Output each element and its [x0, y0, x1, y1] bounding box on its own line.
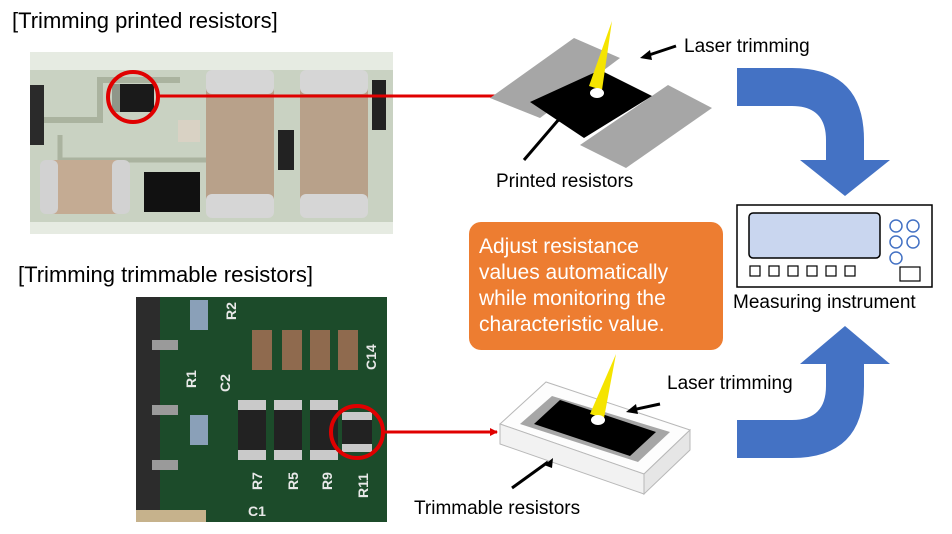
trimmable-chip-illustration [499, 354, 691, 496]
title-printed-resistors: [Trimming printed resistors] [12, 8, 278, 33]
label-laser-trimming-bottom: Laser trimming [667, 373, 793, 394]
silk-c1: C1 [248, 503, 266, 519]
silk-r1: R1 [183, 370, 199, 388]
silk-r2: R2 [223, 302, 239, 320]
callout-box: Adjust resistance values automatically w… [469, 222, 723, 350]
label-trimmable-resistors: Trimmable resistors [414, 498, 581, 519]
measuring-instrument-icon [736, 204, 933, 288]
pointer-trimmable-resistors [511, 460, 549, 490]
callout-line-1: Adjust resistance [479, 235, 639, 258]
label-printed-resistors: Printed resistors [496, 171, 634, 192]
title-trimmable-resistors: [Trimming trimmable resistors] [18, 262, 313, 287]
silk-r11: R11 [355, 473, 371, 498]
pcb-silkscreen: R1 C2 C14 R7 R5 R9 R11 C1 R2 [183, 302, 379, 519]
printed-board-photo [30, 52, 393, 234]
callout-line-4: characteristic value. [479, 313, 665, 336]
label-measuring-instrument: Measuring instrument [733, 292, 916, 313]
silk-r9: R9 [319, 472, 335, 490]
silk-c2: C2 [217, 374, 233, 392]
pointer-printed-resistors [522, 117, 562, 161]
silk-r5: R5 [285, 472, 301, 490]
flow-arrow-bottom [737, 326, 890, 458]
callout-line-3: while monitoring the [479, 287, 666, 310]
silk-c14: C14 [363, 344, 379, 370]
callout-line-2: values automatically [479, 261, 669, 284]
pointer-laser-top [645, 44, 677, 58]
printed-resistor-illustration [490, 21, 712, 168]
flow-arrow-top [737, 68, 890, 196]
label-laser-trimming-top: Laser trimming [684, 36, 810, 57]
silk-r7: R7 [249, 472, 265, 490]
